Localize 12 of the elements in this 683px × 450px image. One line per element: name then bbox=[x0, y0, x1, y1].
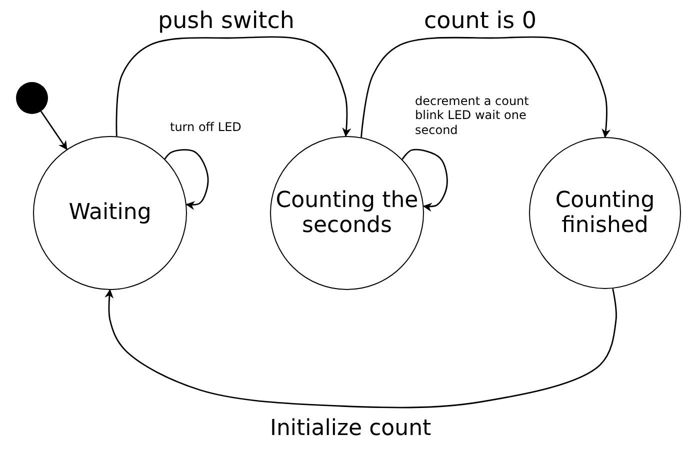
transition-arrow bbox=[402, 148, 448, 212]
transition-arrow bbox=[104, 288, 617, 408]
state-name: Counting finished bbox=[554, 188, 656, 238]
transition-arrow bbox=[116, 36, 352, 137]
state-name: Counting the seconds bbox=[274, 188, 420, 238]
initial-state-dot bbox=[16, 82, 48, 114]
transition-arrow bbox=[40, 110, 68, 150]
edge-label: turn off LED bbox=[170, 120, 242, 134]
transition-arrow bbox=[360, 36, 611, 138]
state-name: Waiting bbox=[68, 200, 152, 226]
transition-arrow bbox=[164, 149, 209, 210]
edge-label: push switch bbox=[158, 8, 294, 36]
